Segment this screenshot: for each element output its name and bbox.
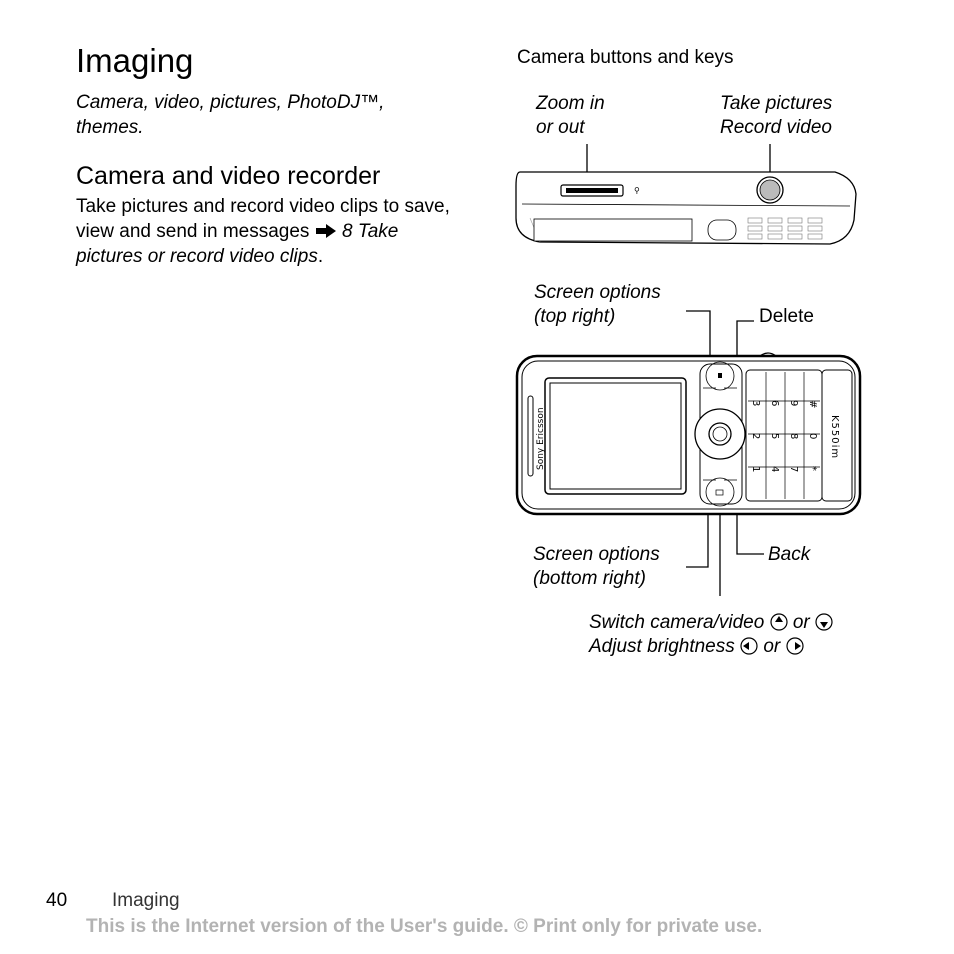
cross-reference-link[interactable]: 8 Take pictures or record video clips (76, 221, 399, 267)
nav-down-icon (815, 613, 833, 631)
page-title: Imaging (76, 42, 194, 79)
page-number: 40 (46, 890, 68, 911)
label-or-1: or (792, 612, 810, 633)
keypad-key: 5 (769, 433, 780, 439)
keypad-key: * (807, 466, 818, 471)
label-zoom-line1: Zoom in (536, 93, 605, 114)
label-adjust-brightness: Adjust brightness or (589, 635, 804, 659)
keypad-key: 8 (788, 433, 799, 439)
nav-left-icon (740, 637, 758, 655)
label-delete: Delete (759, 306, 814, 327)
keypad-key: 9 (788, 400, 799, 406)
intro-text: Camera, video, pictures, PhotoDJ™, theme… (76, 92, 385, 138)
figure-caption: Camera buttons and keys (517, 47, 734, 68)
section-body: Take pictures and record video clips to … (76, 194, 456, 269)
nav-up-icon (769, 613, 788, 631)
label-screen-bottom-line1: Screen options (533, 544, 660, 565)
label-take-line2: Record video (720, 117, 832, 138)
period: . (317, 246, 324, 267)
section-body-text: Take pictures and record video clips to … (76, 196, 450, 242)
label-zoom: Zoom in or out (536, 92, 605, 140)
label-back: Back (768, 544, 811, 565)
label-screen-options-top: Screen options (top right) (534, 281, 661, 329)
label-screen-bottom-line2: (bottom right) (533, 568, 646, 589)
footer-section-name: Imaging (112, 890, 180, 911)
section-title: Camera and video recorder (76, 162, 381, 190)
disclaimer: This is the Internet version of the User… (86, 916, 763, 937)
label-take-line1: Take pictures (720, 93, 833, 114)
arrow-right-icon (315, 224, 336, 238)
keypad-key: 4 (769, 466, 780, 472)
keypad-key: 6 (769, 400, 780, 406)
svg-text:⚲: ⚲ (634, 186, 640, 195)
keypad-key: 0 (807, 433, 818, 439)
keypad-key: 1 (750, 466, 761, 472)
label-screen-top-line2: (top right) (534, 306, 616, 327)
nav-right-icon (785, 637, 804, 655)
keypad-key: 3 (750, 400, 761, 406)
label-switch-text: Switch camera/video (589, 612, 765, 633)
label-screen-options-bottom: Screen options (bottom right) (533, 543, 660, 591)
phone-model-label: K550im (829, 415, 840, 459)
label-adjust-text: Adjust brightness (589, 636, 735, 657)
label-switch-camera: Switch camera/video or (589, 611, 833, 635)
keypad-key: # (807, 400, 818, 408)
label-screen-top-line1: Screen options (534, 282, 661, 303)
label-take-pictures: Take pictures Record video (720, 92, 832, 140)
phone-brand-label: Sony Ericsson (536, 407, 546, 470)
label-zoom-line2: or out (536, 117, 585, 138)
label-or-2: or (763, 636, 781, 657)
keypad-key: 2 (750, 433, 761, 439)
keypad-key: 7 (788, 466, 799, 472)
